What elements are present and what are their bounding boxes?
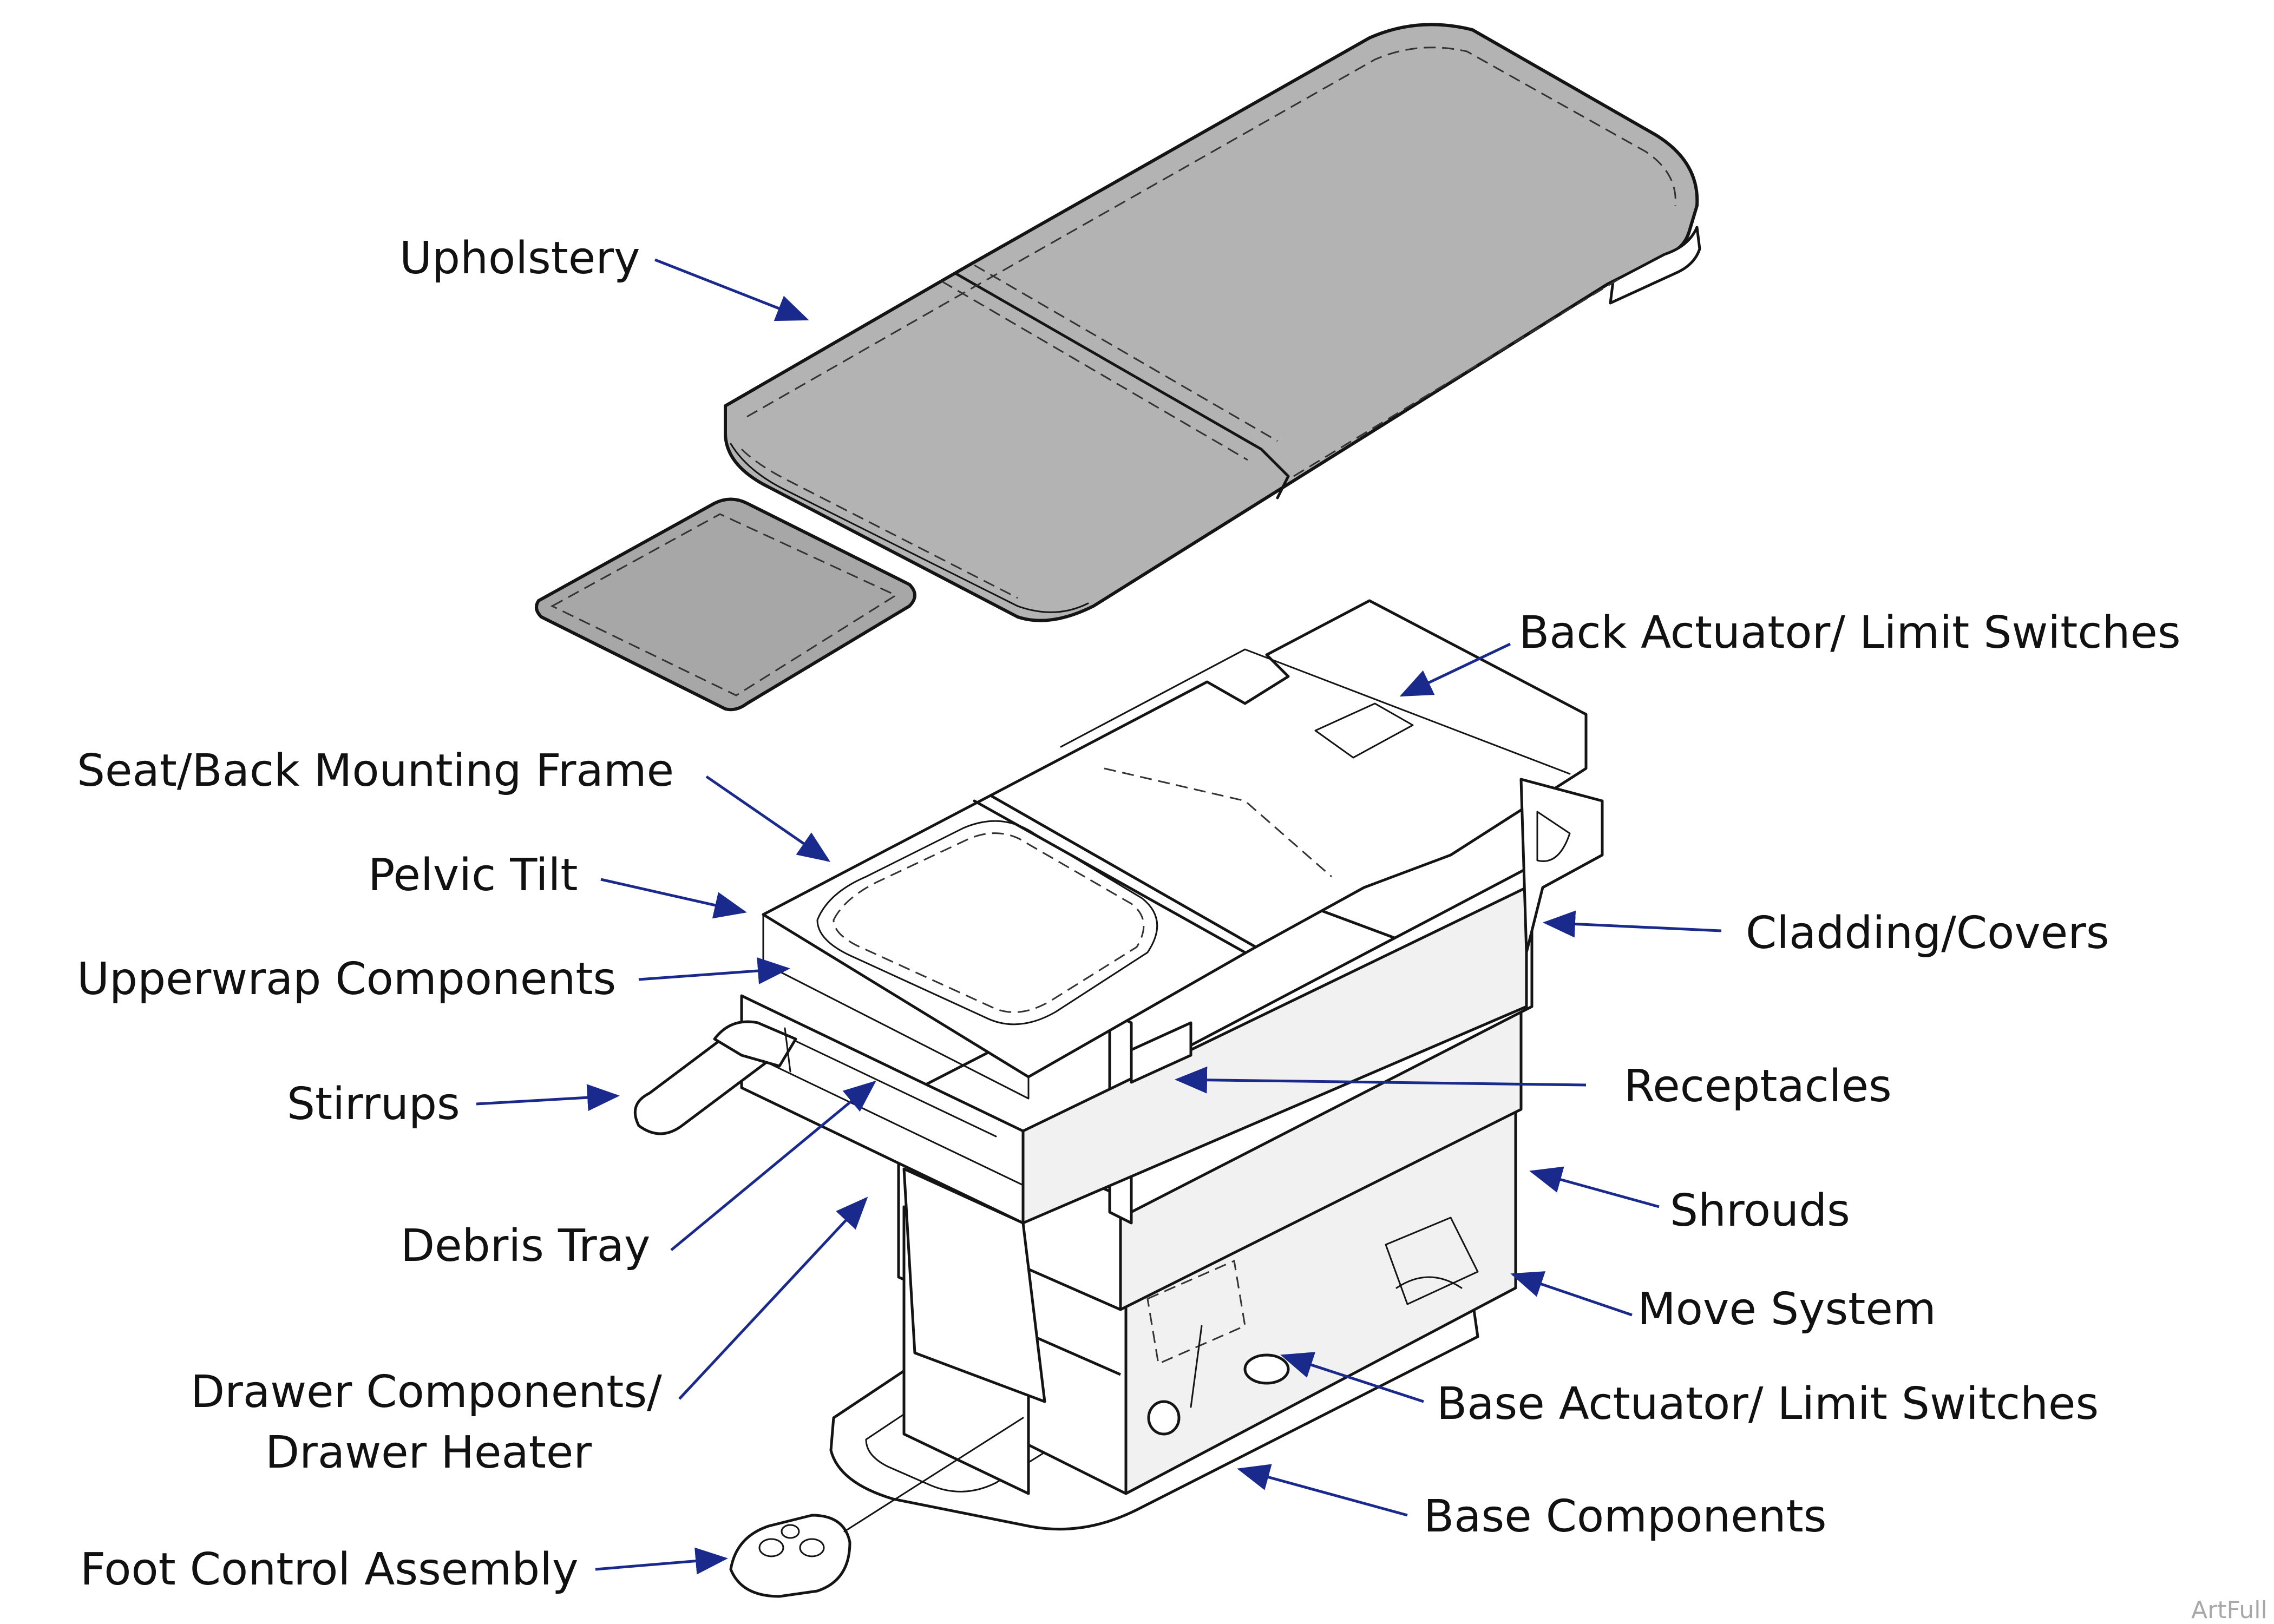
leader-stirrups <box>476 1084 620 1112</box>
label-upperwrap: Upperwrap Components <box>77 954 616 1005</box>
leader-receptacles <box>1175 1066 1587 1094</box>
watermark-text: ArtFull <box>2191 1596 2268 1624</box>
leader-base-actuator <box>1280 1352 1424 1403</box>
label-drawer-line1: Drawer Components/ <box>191 1366 662 1418</box>
label-base-components: Base Components <box>1424 1491 1827 1542</box>
label-shrouds: Shrouds <box>1670 1185 1850 1237</box>
label-move-system: Move System <box>1637 1284 1936 1335</box>
leader-foot-control <box>595 1547 728 1575</box>
label-drawer-line2: Drawer Heater <box>265 1427 592 1478</box>
leader-cladding <box>1543 910 1722 938</box>
callout-labels: Upholstery Back Actuator/ Limit Switches… <box>77 233 2268 1624</box>
table-body-drawing <box>633 599 1604 1598</box>
leader-upperwrap <box>638 957 790 984</box>
leader-upholstery <box>654 258 809 321</box>
leader-back-actuator <box>1399 642 1511 697</box>
label-receptacles: Receptacles <box>1624 1061 1892 1112</box>
label-base-actuator: Base Actuator/ Limit Switches <box>1437 1378 2099 1430</box>
leader-pelvic-tilt <box>600 878 747 919</box>
label-back-actuator: Back Actuator/ Limit Switches <box>1519 607 2181 659</box>
leader-base-components <box>1237 1464 1408 1517</box>
leader-drawer <box>678 1196 868 1400</box>
label-foot-control: Foot Control Assembly <box>80 1544 579 1595</box>
leader-debris-tray <box>670 1080 876 1251</box>
label-debris-tray: Debris Tray <box>401 1220 650 1272</box>
label-cladding: Cladding/Covers <box>1746 908 2109 959</box>
leader-seat-back-frame <box>705 775 831 862</box>
upholstery-drawing <box>535 23 1701 712</box>
label-upholstery: Upholstery <box>399 233 640 284</box>
leader-move-system <box>1510 1271 1633 1317</box>
leader-shrouds <box>1529 1166 1660 1208</box>
label-stirrups: Stirrups <box>287 1079 460 1130</box>
label-seat-back-frame: Seat/Back Mounting Frame <box>77 745 674 797</box>
label-pelvic-tilt: Pelvic Tilt <box>368 850 578 901</box>
leader-lines <box>476 258 1722 1575</box>
